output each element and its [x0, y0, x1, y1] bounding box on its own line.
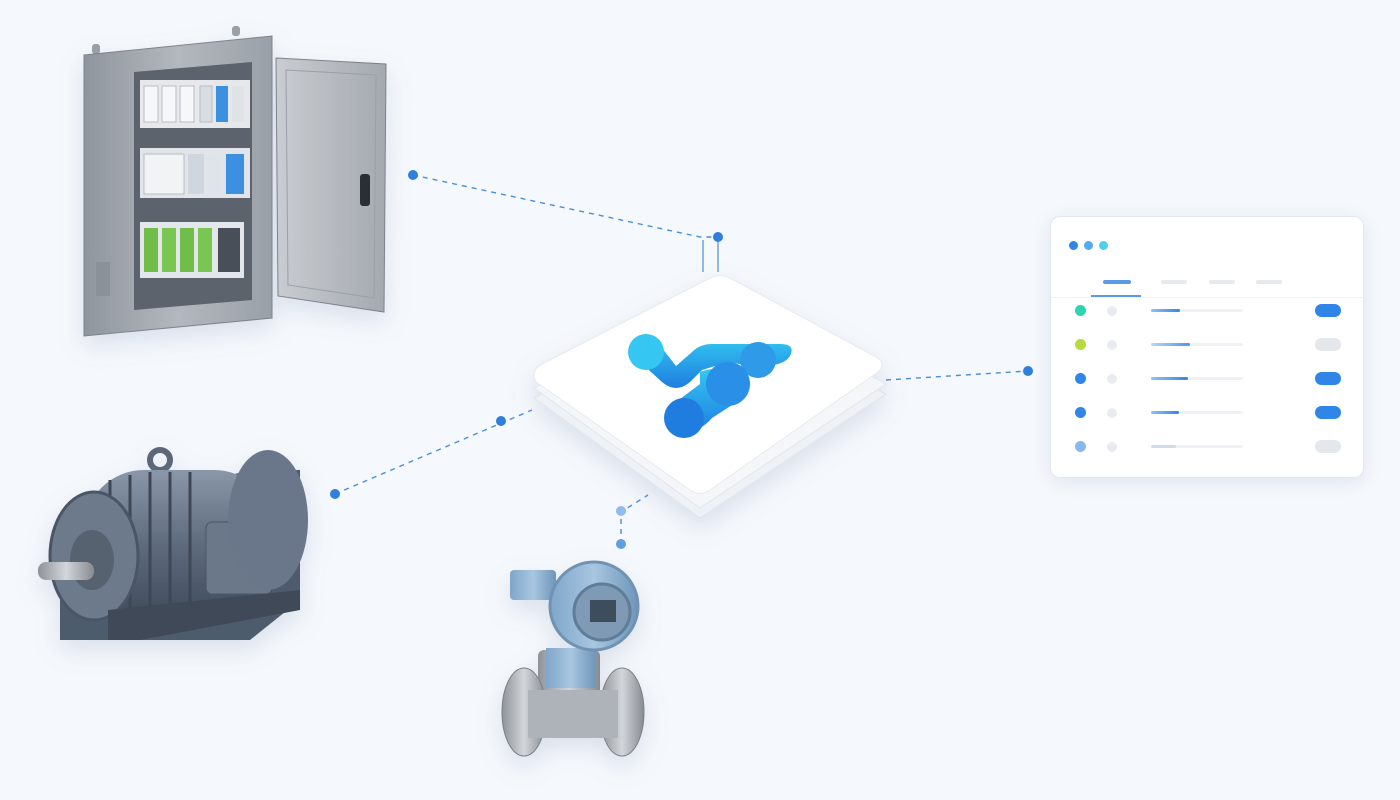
level-bar: [1151, 309, 1243, 312]
connector-lines: [330, 170, 1033, 549]
row-avatar-placeholder: [1107, 442, 1117, 452]
status-indicator: [1075, 441, 1086, 452]
active-tab-indicator: [1091, 295, 1141, 297]
connector-node: [616, 539, 626, 549]
flow-meter-transmitter-icon: [501, 560, 645, 757]
row-avatar-placeholder: [1107, 340, 1117, 350]
status-indicator: [1075, 339, 1086, 350]
device-row[interactable]: [1051, 430, 1363, 464]
window-dot[interactable]: [1099, 241, 1108, 250]
device-row[interactable]: [1051, 328, 1363, 362]
connector-node: [496, 416, 506, 426]
row-avatar-placeholder: [1107, 306, 1117, 316]
tab-2[interactable]: [1161, 280, 1187, 284]
toggle-switch[interactable]: [1315, 338, 1341, 351]
platform-logo-icon: [628, 334, 792, 438]
connector-hub-riser: [702, 240, 719, 272]
connector-meter-hub: [620, 494, 649, 544]
breaker-rows: [140, 80, 250, 278]
toggle-switch[interactable]: [1315, 304, 1341, 317]
connector-node: [330, 489, 340, 499]
level-bar: [1151, 343, 1243, 346]
device-row[interactable]: [1051, 396, 1363, 430]
electrical-cabinet-icon: [83, 26, 387, 337]
connector-node: [616, 506, 626, 516]
tab-1[interactable]: [1103, 280, 1131, 284]
tab-3[interactable]: [1209, 280, 1235, 284]
connector-node: [1023, 366, 1033, 376]
tab-bar: [1051, 265, 1363, 298]
window-controls: [1069, 241, 1108, 250]
monitoring-dashboard-panel: [1050, 216, 1364, 478]
level-bar: [1151, 411, 1243, 414]
toggle-switch[interactable]: [1315, 440, 1341, 453]
toggle-switch[interactable]: [1315, 406, 1341, 419]
level-bar-fill: [1151, 411, 1179, 414]
connector-node: [713, 232, 723, 242]
window-dot[interactable]: [1084, 241, 1093, 250]
connector-cabinet-hub: [412, 174, 718, 238]
status-indicator: [1075, 305, 1086, 316]
row-avatar-placeholder: [1107, 374, 1117, 384]
device-row[interactable]: [1051, 362, 1363, 396]
connector-node: [408, 170, 418, 180]
level-bar-fill: [1151, 309, 1180, 312]
level-bar: [1151, 377, 1243, 380]
connector-hub-panel: [885, 370, 1029, 381]
toggle-switch[interactable]: [1315, 372, 1341, 385]
device-row[interactable]: [1051, 294, 1363, 328]
level-bar-fill: [1151, 445, 1176, 448]
level-bar-fill: [1151, 343, 1190, 346]
window-dot[interactable]: [1069, 241, 1078, 250]
tab-4[interactable]: [1256, 280, 1282, 284]
status-indicator: [1075, 373, 1086, 384]
row-avatar-placeholder: [1107, 408, 1117, 418]
status-indicator: [1075, 407, 1086, 418]
electric-motor-icon: [38, 447, 308, 640]
level-bar-fill: [1151, 377, 1188, 380]
level-bar: [1151, 445, 1243, 448]
